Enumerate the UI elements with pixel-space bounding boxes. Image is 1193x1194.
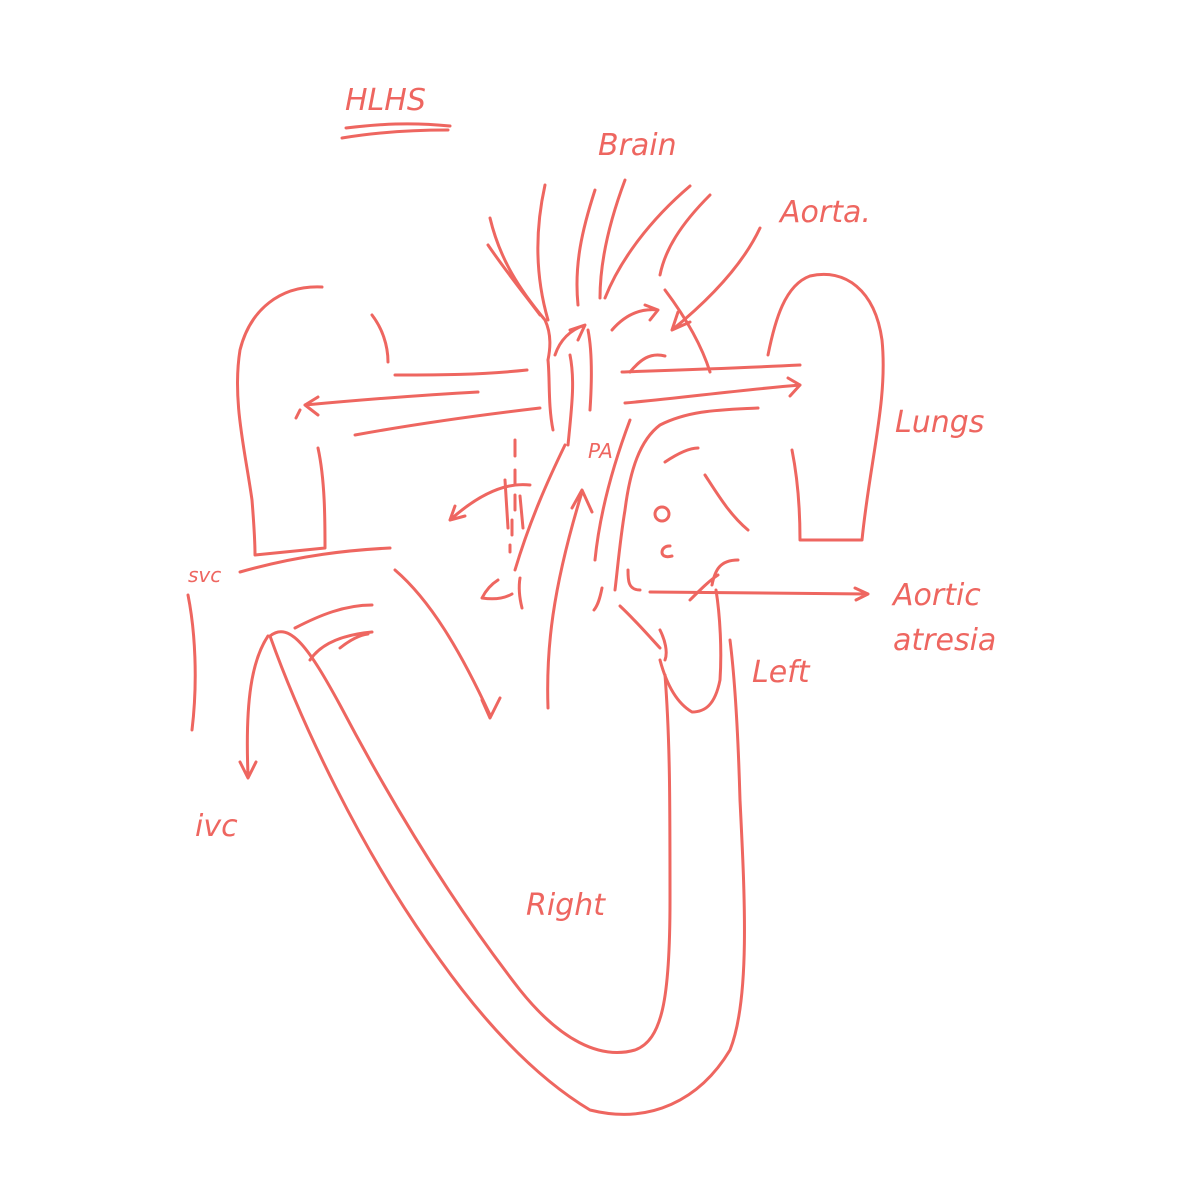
brain-vessel-5 xyxy=(603,184,692,300)
ivc-arrow xyxy=(238,634,270,780)
lv-marks-1 xyxy=(663,446,700,464)
svc-label: svc xyxy=(188,563,221,587)
brain-vessel-3 xyxy=(575,188,597,307)
rv-outflow-arrow xyxy=(546,488,594,710)
labels-group: HLHS Brain Aorta. Lungs PA svc ivc Aorti… xyxy=(188,83,996,923)
pa-trunk-left xyxy=(546,358,555,432)
aorta-label: Aorta. xyxy=(778,195,871,230)
atrial-septum-dashed xyxy=(508,438,517,554)
ivc-label: ivc xyxy=(195,809,238,844)
brain-vessel-1 xyxy=(488,216,552,362)
right-lung-return xyxy=(613,406,760,592)
lung-left-inner-stub xyxy=(370,313,390,364)
title-underline xyxy=(340,122,452,140)
pa-trunk-right xyxy=(566,353,575,447)
pa-trunk-inner xyxy=(586,328,593,412)
arch-descending xyxy=(663,288,712,374)
ra-inner-stroke-1 xyxy=(293,603,374,630)
aortic-atresia-pointer xyxy=(648,586,870,602)
left-ventricle-small xyxy=(618,604,668,662)
brain-vessel-1b xyxy=(486,243,542,317)
brain-label: Brain xyxy=(598,128,677,163)
ra-inner-stroke-2 xyxy=(308,630,374,662)
septal-short-marks xyxy=(503,478,525,530)
arch-curl-2 xyxy=(610,303,660,332)
aortic-valve-mark xyxy=(688,558,740,602)
left-ventricle-outline xyxy=(658,588,723,714)
diagram-strokes xyxy=(186,122,885,1116)
rv-outline-outer xyxy=(268,630,672,1054)
aortic-atresia-label-2: atresia xyxy=(893,623,996,658)
brain-vessel-6 xyxy=(658,193,712,277)
brain-vessel-2 xyxy=(536,183,550,322)
pa-label: PA xyxy=(588,439,613,463)
valve-right-mark xyxy=(517,576,604,612)
hypoplastic-lv-mark-2 xyxy=(660,544,674,559)
pa-descending-right xyxy=(593,418,632,562)
lung-left-outline xyxy=(235,285,327,557)
arch-curl-3 xyxy=(628,353,667,374)
right-label: Right xyxy=(526,888,606,923)
tricuspid-flow-arrow xyxy=(393,568,502,720)
left-label: Left xyxy=(752,655,811,690)
aortic-root-mark xyxy=(626,568,642,592)
svc-vessel-left xyxy=(186,593,197,732)
hypoplastic-lv-circle-1 xyxy=(653,505,671,523)
pa-descending-left xyxy=(513,443,567,572)
aortic-atresia-label-1: Aortic xyxy=(891,578,981,613)
pa-to-left-lung-arrow xyxy=(294,368,529,420)
lv-marks-2 xyxy=(703,473,750,532)
svc-to-ra-top xyxy=(238,546,392,574)
pa-to-left-lung-lower xyxy=(353,406,542,437)
septal-arrow-curve xyxy=(448,483,532,522)
brain-vessel-4 xyxy=(598,178,627,300)
valve-left-mark xyxy=(480,578,514,601)
rv-outline-inner xyxy=(268,634,746,1116)
aorta-pointer-arrow xyxy=(670,226,762,332)
title-label: HLHS xyxy=(345,83,426,118)
pa-to-right-lung-arrow xyxy=(620,363,802,405)
lungs-label: Lungs xyxy=(895,405,984,440)
lung-right-outline xyxy=(766,272,885,542)
arch-curl-1 xyxy=(553,323,587,357)
